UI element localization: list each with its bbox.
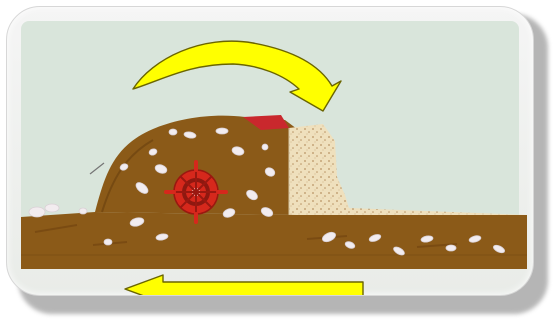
left-arrow-icon bbox=[125, 275, 363, 295]
ground-strip bbox=[21, 212, 527, 269]
machine-diagram bbox=[7, 7, 533, 295]
diagram-card bbox=[6, 6, 534, 296]
